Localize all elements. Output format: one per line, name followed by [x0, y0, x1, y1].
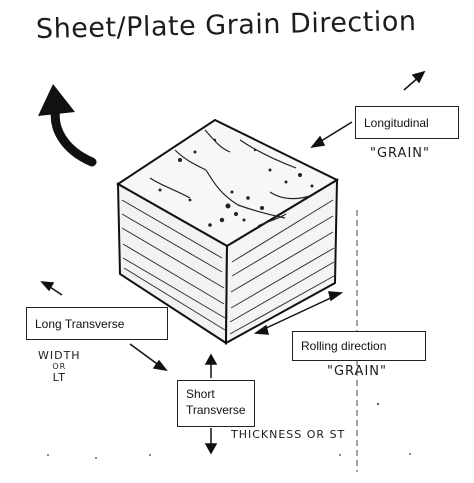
curved-rotation-arrow-icon	[38, 84, 97, 167]
longitudinal-label: Longitudinal	[355, 106, 459, 139]
material-block	[116, 118, 340, 345]
block-top-speckles	[158, 138, 314, 227]
block-top-texture	[149, 129, 311, 227]
grain-note-bottom: "GRAIN"	[327, 364, 387, 379]
longitudinal-arrow	[310, 121, 353, 149]
thickness-note: THICKNESS OR ST	[231, 428, 346, 441]
block-right-face	[224, 178, 339, 345]
long-transverse-arrow	[129, 343, 168, 372]
width-note-line2: OR	[52, 362, 67, 371]
block-left-streaks	[121, 199, 226, 331]
width-note-line3: LT	[52, 371, 66, 384]
scan-noise	[47, 402, 411, 459]
long-transverse-outer-arrow	[40, 281, 63, 296]
rolling-direction-label: Rolling direction	[292, 331, 426, 361]
grain-note-top: "GRAIN"	[370, 146, 430, 161]
width-note-line1: WIDTH	[38, 349, 81, 362]
width-note: WIDTH OR LT	[38, 349, 81, 384]
short-transverse-arrow	[204, 353, 218, 455]
rolling-direction-arrow	[253, 291, 344, 335]
long-transverse-label: Long Transverse	[26, 307, 168, 340]
short-transverse-label: Short Transverse	[177, 380, 255, 427]
longitudinal-outer-arrow	[403, 70, 426, 91]
block-right-streaks	[229, 199, 335, 335]
